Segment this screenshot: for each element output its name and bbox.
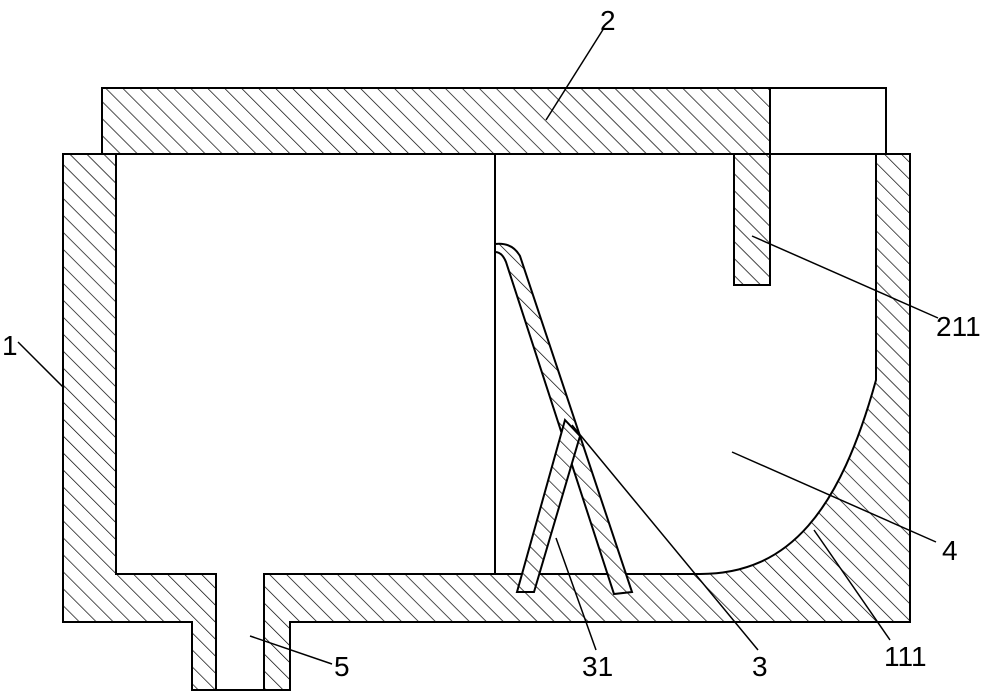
lid-tab bbox=[734, 154, 770, 285]
baffle bbox=[495, 244, 632, 594]
housing bbox=[63, 154, 216, 690]
label-curved-bottom: 111 bbox=[884, 641, 927, 672]
label-chamber: 4 bbox=[942, 535, 958, 566]
housing-right bbox=[264, 154, 910, 690]
label-outlet: 5 bbox=[334, 651, 350, 682]
label-housing: 1 bbox=[2, 330, 18, 361]
baffle-brace bbox=[517, 420, 580, 592]
label-lid-tab: 211 bbox=[936, 311, 981, 342]
outlet-gap bbox=[216, 622, 264, 690]
label-lid: 2 bbox=[600, 5, 616, 36]
label-baffle-brace: 31 bbox=[582, 651, 613, 682]
label-baffle: 3 bbox=[752, 651, 768, 682]
